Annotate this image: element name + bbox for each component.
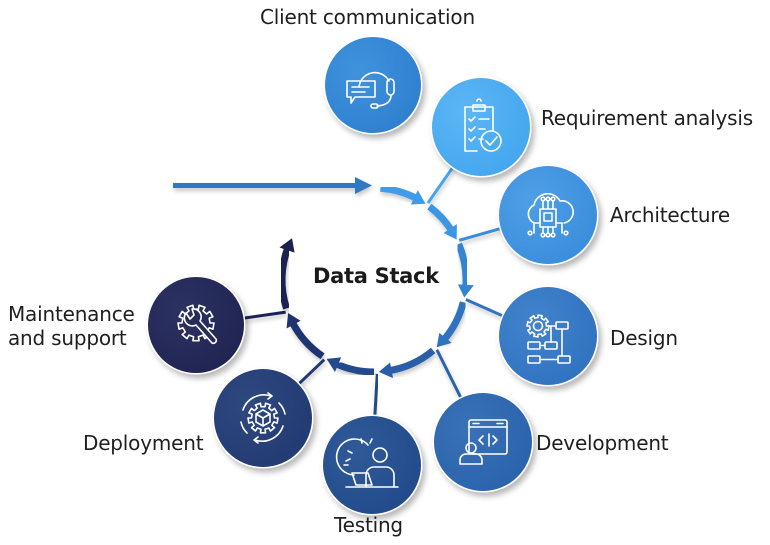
arc-arrowhead — [457, 284, 474, 298]
node-circle — [499, 166, 597, 264]
arc-segment — [427, 203, 455, 234]
node-circle — [499, 287, 597, 385]
node-circle — [434, 393, 532, 491]
label-architecture: Architecture — [610, 203, 731, 227]
arc-segment — [440, 301, 467, 343]
gear-wrench-icon — [177, 304, 218, 345]
node-deployment — [212, 367, 314, 469]
headset-chat-icon — [346, 71, 395, 109]
arc-segment — [380, 184, 419, 202]
cycle-arc — [278, 184, 474, 379]
node-testing — [321, 414, 423, 516]
arc-arrowhead — [410, 190, 426, 205]
node-architecture — [497, 164, 599, 266]
gear-flowchart-icon — [526, 314, 571, 364]
clipboard-check-icon — [464, 98, 502, 152]
label-design: Design — [610, 326, 678, 350]
diagram-title: Data Stack — [313, 264, 439, 288]
label-testing: Testing — [334, 513, 403, 537]
node-requirement-analysis — [430, 76, 532, 178]
label-maintenance-support: Maintenance and support — [8, 302, 135, 350]
arc-segment — [288, 320, 325, 360]
arc-arrowhead — [326, 357, 342, 373]
node-design — [497, 285, 599, 387]
node-development — [432, 391, 534, 493]
arc-arrowhead — [378, 362, 394, 379]
arc-segment — [387, 347, 436, 375]
node-maintenance-support — [146, 275, 246, 375]
node-circle — [325, 37, 421, 133]
arc-segment — [278, 245, 292, 310]
cycle-gear-box-icon — [240, 392, 286, 444]
arc-arrowhead — [443, 224, 457, 240]
arc-arrowhead — [286, 312, 301, 329]
label-requirement-analysis: Requirement analysis — [541, 106, 753, 130]
label-deployment: Deployment — [83, 431, 204, 455]
step-nodes — [146, 35, 599, 516]
gear-user-laptop-icon — [335, 438, 399, 488]
code-window-user-icon — [459, 419, 508, 465]
node-client-communication — [323, 35, 423, 135]
incoming-arrow — [173, 177, 372, 194]
label-development: Development — [536, 431, 669, 455]
arc-arrowhead — [436, 332, 452, 348]
node-circle — [432, 78, 530, 176]
arc-arrowhead — [279, 238, 295, 253]
arc-segment — [455, 242, 470, 289]
arc-segment — [333, 360, 375, 376]
cloud-chip-icon — [527, 192, 574, 238]
label-client-communication: Client communication — [260, 5, 475, 29]
